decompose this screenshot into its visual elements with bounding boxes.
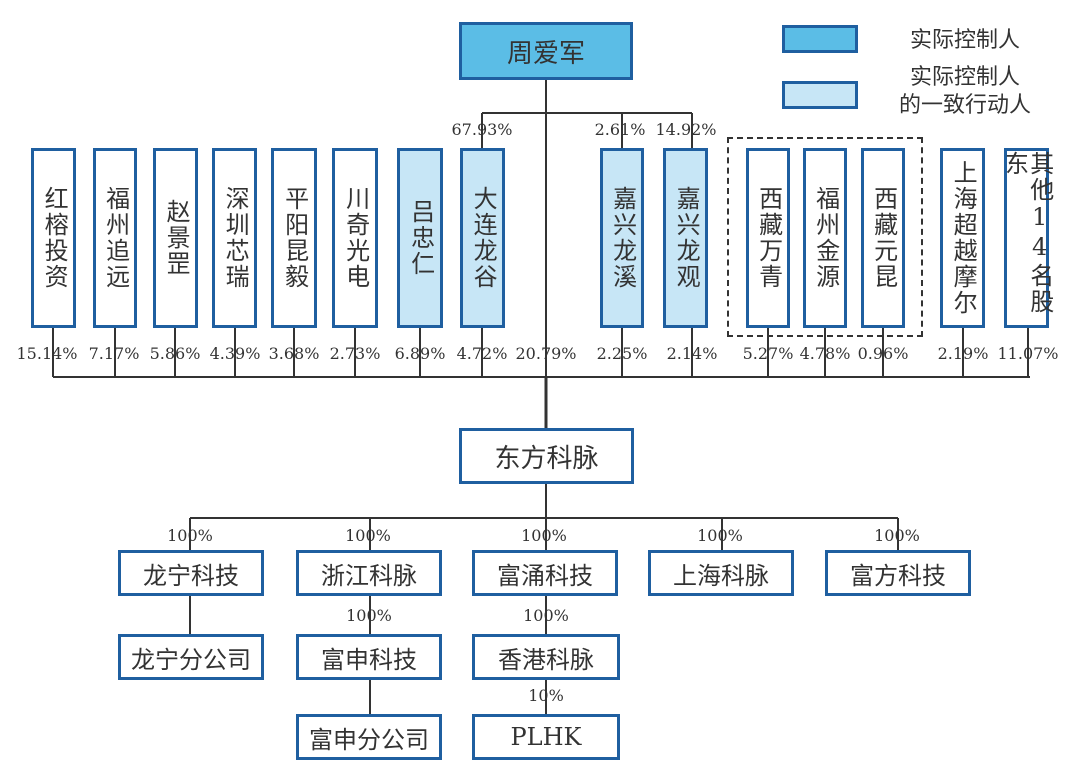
shareholder-pct: 5.27% (742, 344, 794, 363)
shareholder-pct: 4.72% (456, 344, 508, 363)
shareholder-node: 西藏万青 (746, 148, 790, 328)
subsidiary-node: 富涌科技 (472, 550, 618, 596)
level4-pct: 10% (528, 686, 564, 705)
level3-pct: 100% (523, 606, 569, 625)
shareholder-node: 深圳芯瑞 (212, 148, 257, 328)
shareholder-pct: 15.14% (16, 344, 78, 363)
subsidiary-pct: 100% (167, 526, 213, 545)
shareholder-node: 赵景罡 (153, 148, 198, 328)
legend-swatch-concert-party (782, 81, 858, 109)
subsidiary-node: 龙宁科技 (118, 550, 264, 596)
shareholder-node: 吕忠仁 (397, 148, 443, 328)
legend-label-actual-controller: 实际控制人 (909, 28, 1020, 53)
shareholder-pct: 2.19% (937, 344, 989, 363)
pct-jiaxing-longguan-upper: 14.92% (655, 120, 717, 139)
shareholder-pct: 4.78% (799, 344, 851, 363)
level3-node: 龙宁分公司 (118, 634, 264, 680)
subsidiary-pct: 100% (874, 526, 920, 545)
shareholder-pct: 3.68% (268, 344, 320, 363)
legend-label-concert-party-line2: 的一致行动人 (898, 92, 1031, 118)
shareholder-node: 嘉兴龙观 (663, 148, 708, 328)
top-controller-node: 周爱军 (459, 22, 633, 80)
shareholder-pct: 5.86% (149, 344, 201, 363)
shareholder-node: 嘉兴龙溪 (600, 148, 644, 328)
shareholder-node: 红榕投资 (31, 148, 76, 328)
shareholder-pct: 6.89% (394, 344, 446, 363)
subsidiary-node: 富方科技 (825, 550, 971, 596)
pct-jiaxing-longxi-upper: 2.61% (594, 120, 646, 139)
pct-dalian-longgu-upper: 67.93% (451, 120, 513, 139)
level4-node: 富申分公司 (296, 714, 442, 760)
subsidiary-pct: 100% (521, 526, 567, 545)
shareholder-node: 上海超越摩尔 (940, 148, 985, 328)
legend-swatch-actual-controller (782, 25, 858, 53)
shareholder-pct: 7.17% (88, 344, 140, 363)
shareholder-node: 福州金源 (803, 148, 847, 328)
shareholder-node: 其他14名股东 (1001, 148, 1054, 328)
legend-label-concert-party-line1: 实际控制人 (909, 65, 1020, 90)
level3-node: 香港科脉 (472, 634, 620, 680)
level4-node: PLHK (472, 714, 620, 760)
shareholder-node: 平阳昆毅 (271, 148, 317, 328)
level3-node: 富申科技 (296, 634, 442, 680)
subsidiary-pct: 100% (345, 526, 391, 545)
pct-direct-holding: 20.79% (515, 344, 577, 363)
subsidiary-node: 浙江科脉 (296, 550, 442, 596)
shareholder-pct: 11.07% (997, 344, 1059, 363)
shareholder-pct: 4.39% (209, 344, 261, 363)
shareholder-node: 西藏元昆 (861, 148, 905, 328)
shareholder-node: 大连龙谷 (460, 148, 505, 328)
company-node: 东方科脉 (459, 428, 634, 484)
shareholder-node: 川奇光电 (332, 148, 378, 328)
level3-pct: 100% (346, 606, 392, 625)
subsidiary-node: 上海科脉 (648, 550, 794, 596)
shareholder-node: 福州追远 (93, 148, 137, 328)
subsidiary-pct: 100% (697, 526, 743, 545)
shareholder-pct: 2.73% (329, 344, 381, 363)
shareholder-pct: 2.14% (666, 344, 718, 363)
shareholder-pct: 0.96% (857, 344, 909, 363)
shareholder-pct: 2.25% (596, 344, 648, 363)
legend-label-concert-party: 实际控制人 的一致行动人 (880, 64, 1050, 119)
shareholder-group-dashed-box (727, 137, 923, 337)
